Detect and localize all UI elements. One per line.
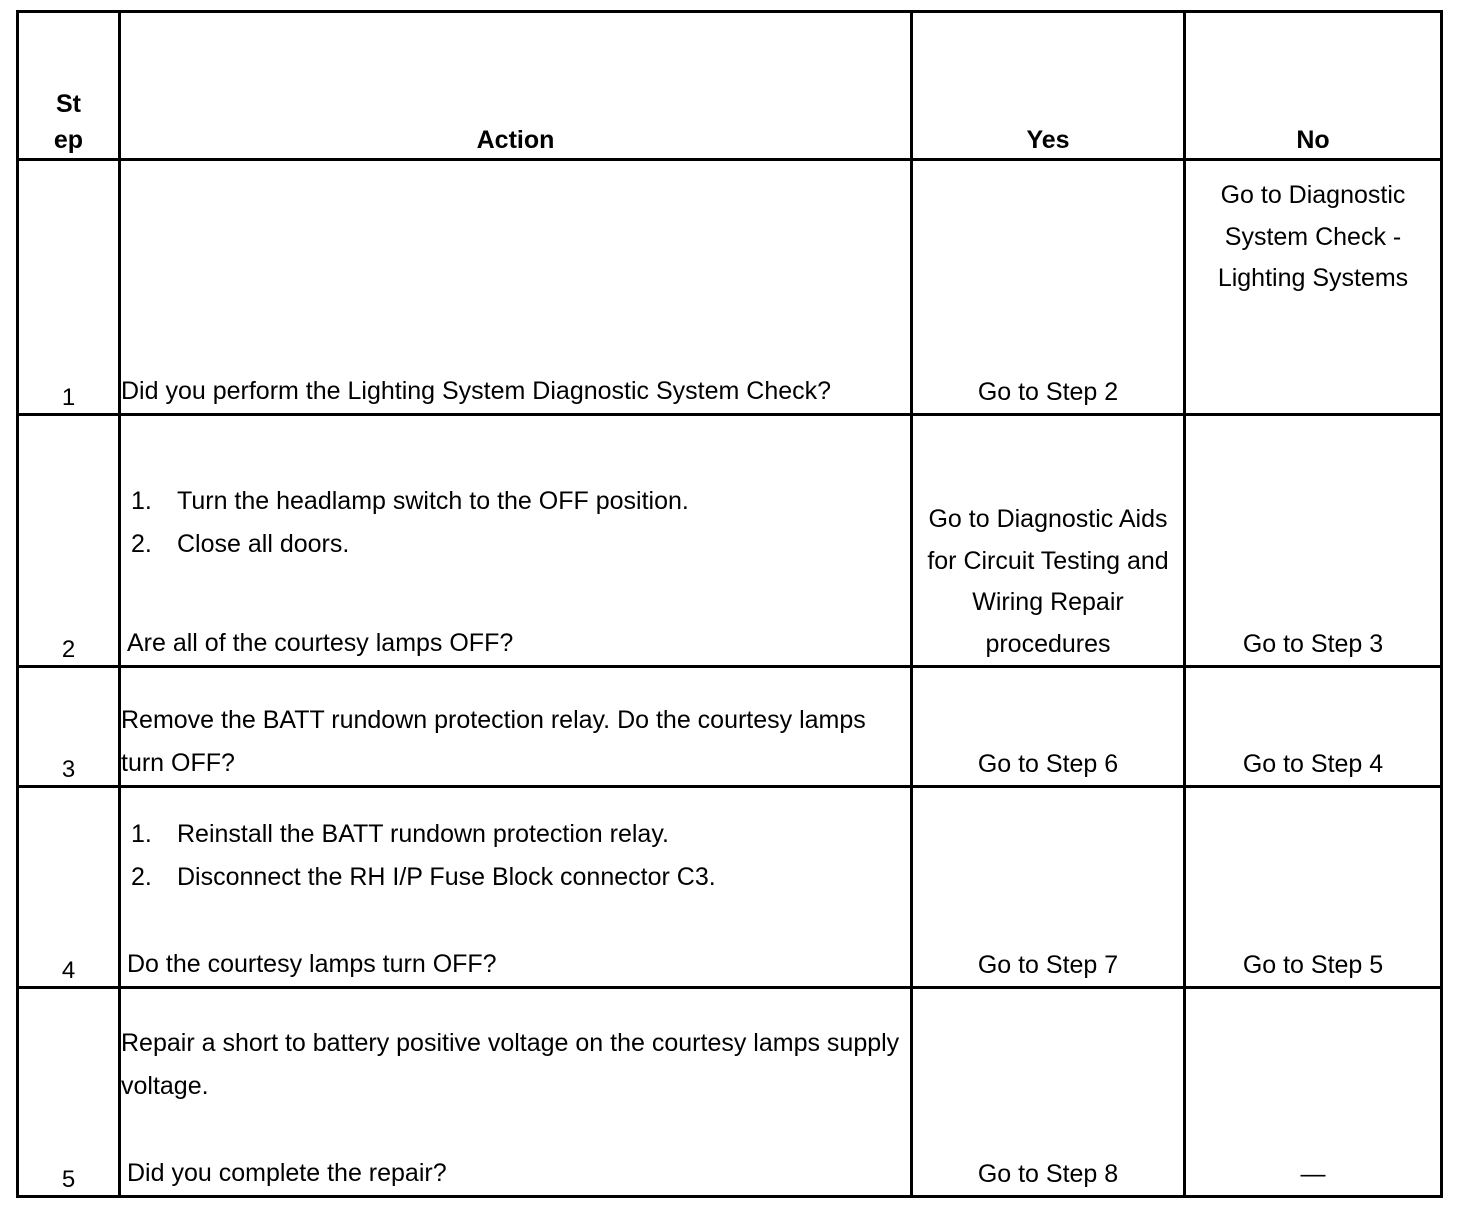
list-item-text: Close all doors. xyxy=(177,530,350,558)
list-item-text: Reinstall the BATT rundown protection re… xyxy=(177,820,669,848)
table-header: St ep Action Yes No xyxy=(16,10,1443,161)
action-cell: Did you perform the Lighting System Diag… xyxy=(118,158,913,416)
column-header-step-line2: ep xyxy=(53,125,84,154)
header-row: St ep Action Yes No xyxy=(16,10,1443,161)
spacer xyxy=(121,566,910,622)
step-number-cell: 5 xyxy=(16,986,121,1198)
step-number-cell: 2 xyxy=(16,413,121,668)
no-branch-cell: Go to Step 5 xyxy=(1183,785,1443,989)
spacer xyxy=(121,899,910,943)
action-cell: 1. Reinstall the BATT rundown protection… xyxy=(118,785,913,989)
list-item: 1. Turn the headlamp switch to the OFF p… xyxy=(121,480,910,523)
column-header-action: Action xyxy=(118,10,913,161)
action-text: Did you perform the Lighting System Diag… xyxy=(121,377,832,405)
action-cell: Remove the BATT rundown protection relay… xyxy=(118,665,913,788)
yes-branch-cell: Go to Step 2 xyxy=(910,158,1186,416)
yes-branch-cell: Go to Step 8 xyxy=(910,986,1186,1198)
table-row: 3 Remove the BATT rundown protection rel… xyxy=(16,665,1443,788)
action-cell: Repair a short to battery positive volta… xyxy=(118,986,913,1198)
column-header-yes: Yes xyxy=(910,10,1186,161)
diagnostic-table: St ep Action Yes No 1 Did you perform th… xyxy=(16,10,1443,1198)
column-header-step-line1: St xyxy=(56,90,81,118)
list-item-marker: 1. xyxy=(131,820,152,848)
action-step-list: 1. Reinstall the BATT rundown protection… xyxy=(121,813,910,899)
table-row: 4 1. Reinstall the BATT rundown protecti… xyxy=(16,785,1443,989)
step-number-cell: 4 xyxy=(16,785,121,989)
action-text: Repair a short to battery positive volta… xyxy=(121,1029,900,1100)
list-item-marker: 1. xyxy=(131,487,152,515)
yes-branch-cell: Go to Step 7 xyxy=(910,785,1186,989)
list-item-text: Turn the headlamp switch to the OFF posi… xyxy=(177,487,689,515)
action-question: Do the courtesy lamps turn OFF? xyxy=(127,950,497,978)
yes-branch-cell: Go to Diagnostic Aids for Circuit Testin… xyxy=(910,413,1186,668)
column-header-no: No xyxy=(1183,10,1443,161)
no-branch-cell: Go to Diagnostic System Check - Lighting… xyxy=(1183,158,1443,416)
action-cell: 1. Turn the headlamp switch to the OFF p… xyxy=(118,413,913,668)
spacer xyxy=(121,1108,910,1152)
list-item-marker: 2. xyxy=(131,863,152,891)
step-number-cell: 3 xyxy=(16,665,121,788)
column-header-step: St ep xyxy=(16,10,121,161)
yes-branch-cell: Go to Step 6 xyxy=(910,665,1186,788)
no-branch-cell: — xyxy=(1183,986,1443,1198)
step-number-cell: 1 xyxy=(16,158,121,416)
table-body: 1 Did you perform the Lighting System Di… xyxy=(16,158,1443,1198)
table-row: 1 Did you perform the Lighting System Di… xyxy=(16,158,1443,416)
list-item: 2. Disconnect the RH I/P Fuse Block conn… xyxy=(121,856,910,899)
list-item-text: Disconnect the RH I/P Fuse Block connect… xyxy=(177,863,716,891)
action-question: Are all of the courtesy lamps OFF? xyxy=(127,629,514,657)
action-text: Remove the BATT rundown protection relay… xyxy=(121,706,866,777)
table-row: 2 1. Turn the headlamp switch to the OFF… xyxy=(16,413,1443,668)
list-item: 1. Reinstall the BATT rundown protection… xyxy=(121,813,910,856)
no-branch-cell: Go to Step 4 xyxy=(1183,665,1443,788)
no-branch-cell: Go to Step 3 xyxy=(1183,413,1443,668)
action-question: Did you complete the repair? xyxy=(127,1159,447,1187)
list-item: 2. Close all doors. xyxy=(121,523,910,566)
list-item-marker: 2. xyxy=(131,530,152,558)
action-step-list: 1. Turn the headlamp switch to the OFF p… xyxy=(121,480,910,566)
table-row: 5 Repair a short to battery positive vol… xyxy=(16,986,1443,1198)
